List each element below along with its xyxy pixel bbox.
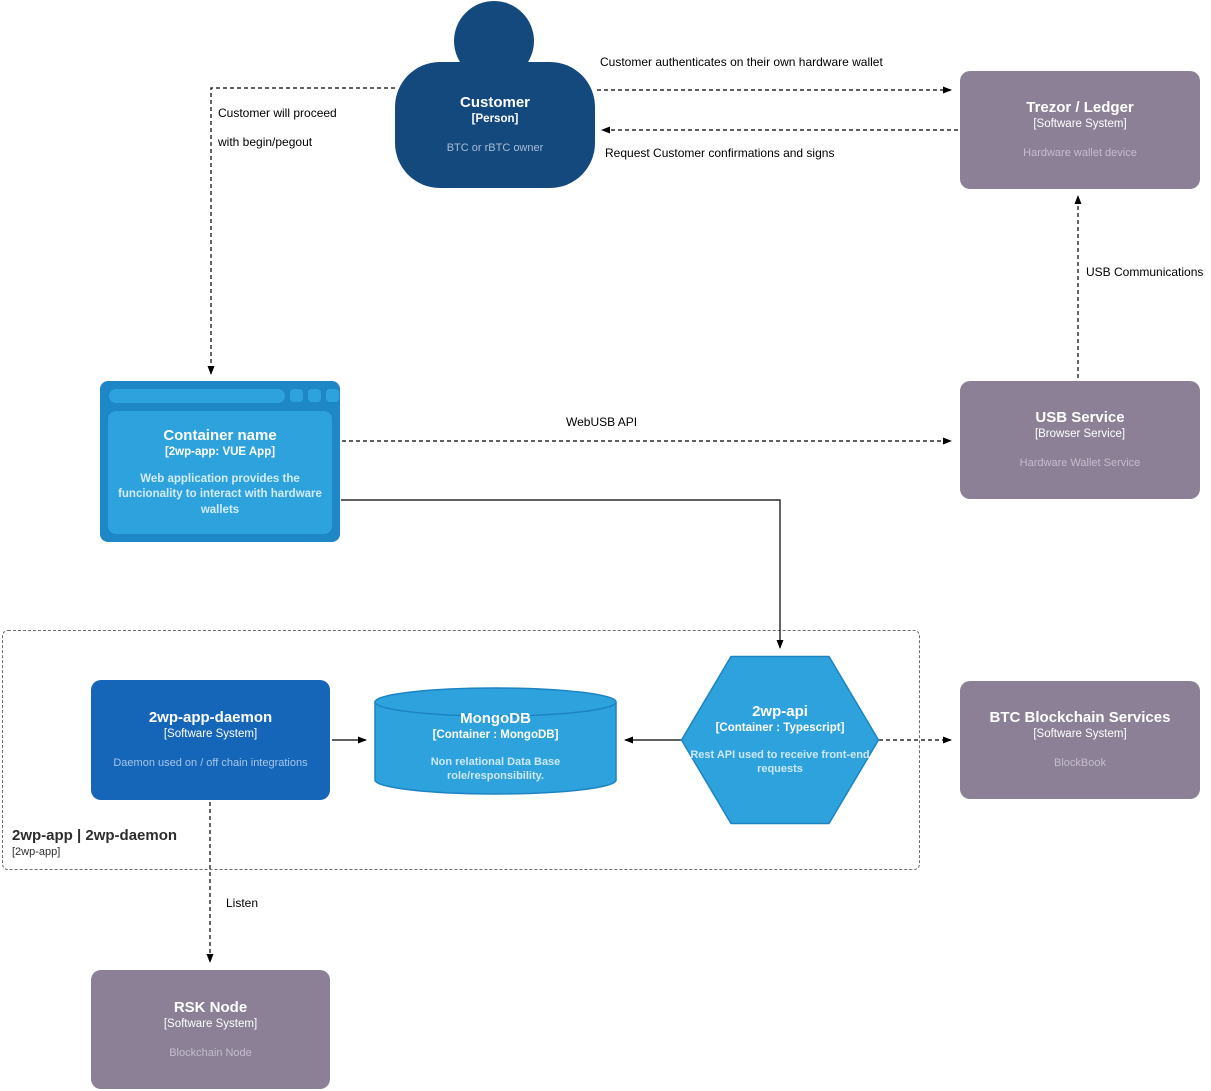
node-description: Web application provides the funcionalit… bbox=[118, 472, 322, 516]
node-type: [2wp-app: VUE App] bbox=[164, 445, 276, 458]
node-type: [Software System] bbox=[163, 728, 258, 741]
node-btc-blockchain-services: BTC Blockchain Services [Software System… bbox=[960, 681, 1200, 799]
node-title: Customer bbox=[459, 94, 530, 112]
browser-window-button bbox=[290, 389, 303, 402]
node-description: Blockchain Node bbox=[169, 1046, 252, 1059]
node-title: Container name bbox=[163, 426, 277, 444]
boundary-label: 2wp-app | 2wp-daemon [2wp-app] bbox=[12, 827, 177, 858]
edge-label-confirmations: Request Customer confirmations and signs bbox=[605, 146, 835, 160]
node-webapp-container: Container name [2wp-app: VUE App] Web ap… bbox=[100, 381, 340, 542]
node-title: Trezor / Ledger bbox=[1026, 99, 1134, 117]
node-description: Daemon used on / off chain integrations bbox=[113, 757, 308, 770]
node-title: USB Service bbox=[1035, 409, 1125, 427]
node-title: MongoDB bbox=[460, 709, 531, 727]
node-title: 2wp-api bbox=[752, 702, 808, 720]
node-type: [Person] bbox=[471, 113, 519, 126]
node-description: BlockBook bbox=[1054, 757, 1106, 770]
node-title: 2wp-app-daemon bbox=[148, 709, 273, 727]
edge-label-authenticate: Customer authenticates on their own hard… bbox=[600, 55, 883, 69]
node-description: Rest API used to receive front-end reque… bbox=[690, 748, 870, 776]
node-type: [Software System] bbox=[163, 1017, 258, 1030]
node-type: [Software System] bbox=[1033, 728, 1127, 741]
node-2wp-api: 2wp-api [Container : Typescript] Rest AP… bbox=[680, 655, 880, 825]
webapp-content: Container name [2wp-app: VUE App] Web ap… bbox=[108, 411, 332, 534]
edge-label-listen: Listen bbox=[226, 896, 259, 910]
api-content: 2wp-api [Container : Typescript] Rest AP… bbox=[680, 655, 880, 825]
node-title: BTC Blockchain Services bbox=[989, 709, 1171, 727]
hexagon-shape bbox=[680, 655, 880, 825]
node-customer: Customer [Person] BTC or rBTC owner bbox=[395, 62, 595, 188]
cylinder-shape bbox=[374, 687, 617, 795]
node-rsk-node: RSK Node [Software System] Blockchain No… bbox=[91, 970, 330, 1089]
node-trezor-ledger: Trezor / Ledger [Software System] Hardwa… bbox=[960, 71, 1200, 189]
node-description: Hardware wallet device bbox=[1023, 147, 1137, 160]
boundary-title: 2wp-app | 2wp-daemon bbox=[12, 827, 178, 844]
node-type: [Software System] bbox=[1033, 118, 1127, 131]
mongodb-content: MongoDB [Container : MongoDB] Non relati… bbox=[373, 703, 618, 791]
node-usb-service: USB Service [Browser Service] Hardware W… bbox=[960, 381, 1200, 499]
edge-webapp-to-api bbox=[341, 499, 784, 649]
node-description: Non relational Data Base role/responsibi… bbox=[430, 755, 561, 783]
edge-label-proceed-line1: Customer will proceed bbox=[218, 106, 337, 120]
edge-label-webusb: WebUSB API bbox=[566, 415, 638, 429]
node-description: BTC or rBTC owner bbox=[446, 142, 544, 155]
node-type: [Browser Service] bbox=[1034, 428, 1126, 441]
node-type: [Container : MongoDB] bbox=[432, 728, 559, 741]
node-description: Hardware Wallet Service bbox=[1019, 457, 1141, 470]
browser-window-button bbox=[308, 389, 321, 402]
edge-label-usb-communications: USB Communications bbox=[1086, 265, 1204, 279]
edge-customer-to-webapp bbox=[207, 87, 395, 375]
node-2wp-app-daemon: 2wp-app-daemon [Software System] Daemon … bbox=[91, 680, 330, 800]
edge-label-proceed-line2: with begin/pegout bbox=[218, 135, 313, 149]
boundary-type: [2wp-app] bbox=[12, 846, 61, 858]
node-mongodb: MongoDB [Container : MongoDB] Non relati… bbox=[373, 685, 618, 797]
node-type: [Container : Typescript] bbox=[715, 721, 845, 734]
node-title: RSK Node bbox=[173, 998, 248, 1016]
browser-window-button bbox=[326, 389, 339, 402]
browser-address-bar bbox=[109, 389, 285, 403]
